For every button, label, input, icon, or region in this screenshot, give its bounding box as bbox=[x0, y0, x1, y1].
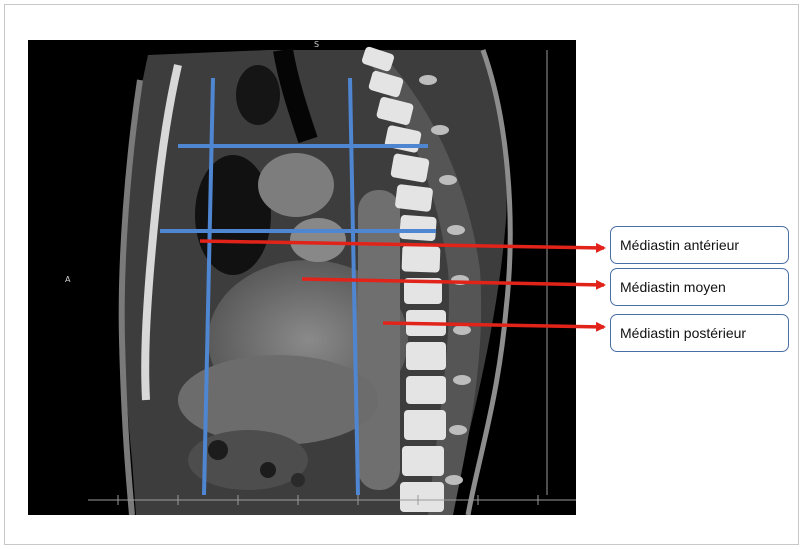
label-middle-mediastinum: Médiastin moyen bbox=[610, 268, 789, 306]
label-anterior-mediastinum: Médiastin antérieur bbox=[610, 226, 789, 264]
posterior-arrow bbox=[383, 323, 604, 327]
label-posterior-mediastinum: Médiastin postérieur bbox=[610, 314, 789, 352]
middle-arrow bbox=[302, 279, 604, 285]
posterior-boundary-line bbox=[350, 78, 358, 495]
anterior-boundary-line bbox=[204, 78, 213, 495]
anterior-arrow bbox=[200, 241, 604, 248]
